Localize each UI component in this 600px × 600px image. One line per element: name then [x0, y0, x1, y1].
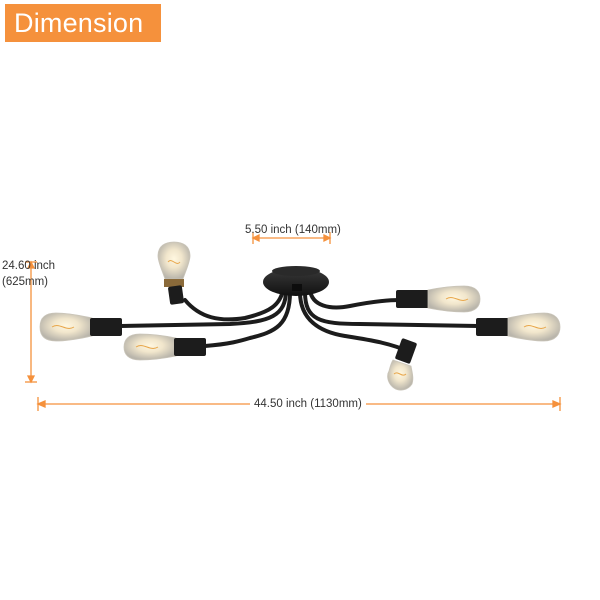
bulb-right-far	[476, 312, 561, 342]
bulb-left-far	[39, 312, 122, 342]
height-dimension-line	[25, 260, 37, 384]
height-label: 24.60 inch (625mm)	[2, 258, 62, 290]
bulb-right-lower	[387, 338, 417, 391]
dimension-badge: Dimension	[5, 4, 161, 42]
top-width-label: 5.50 inch (140mm)	[245, 224, 341, 236]
top-width-dimension-line	[251, 232, 332, 244]
overall-width-label: 44.50 inch (1130mm)	[250, 398, 366, 410]
bulb-left-lower	[123, 333, 206, 361]
ceiling-canopy	[263, 266, 329, 296]
bulb-left-upper	[157, 241, 191, 305]
bulb-right-upper	[396, 285, 481, 313]
height-mm-label: (625mm)	[2, 276, 49, 288]
fixture-arms	[118, 288, 480, 354]
height-inch-label: 24.60 inch	[2, 260, 56, 272]
